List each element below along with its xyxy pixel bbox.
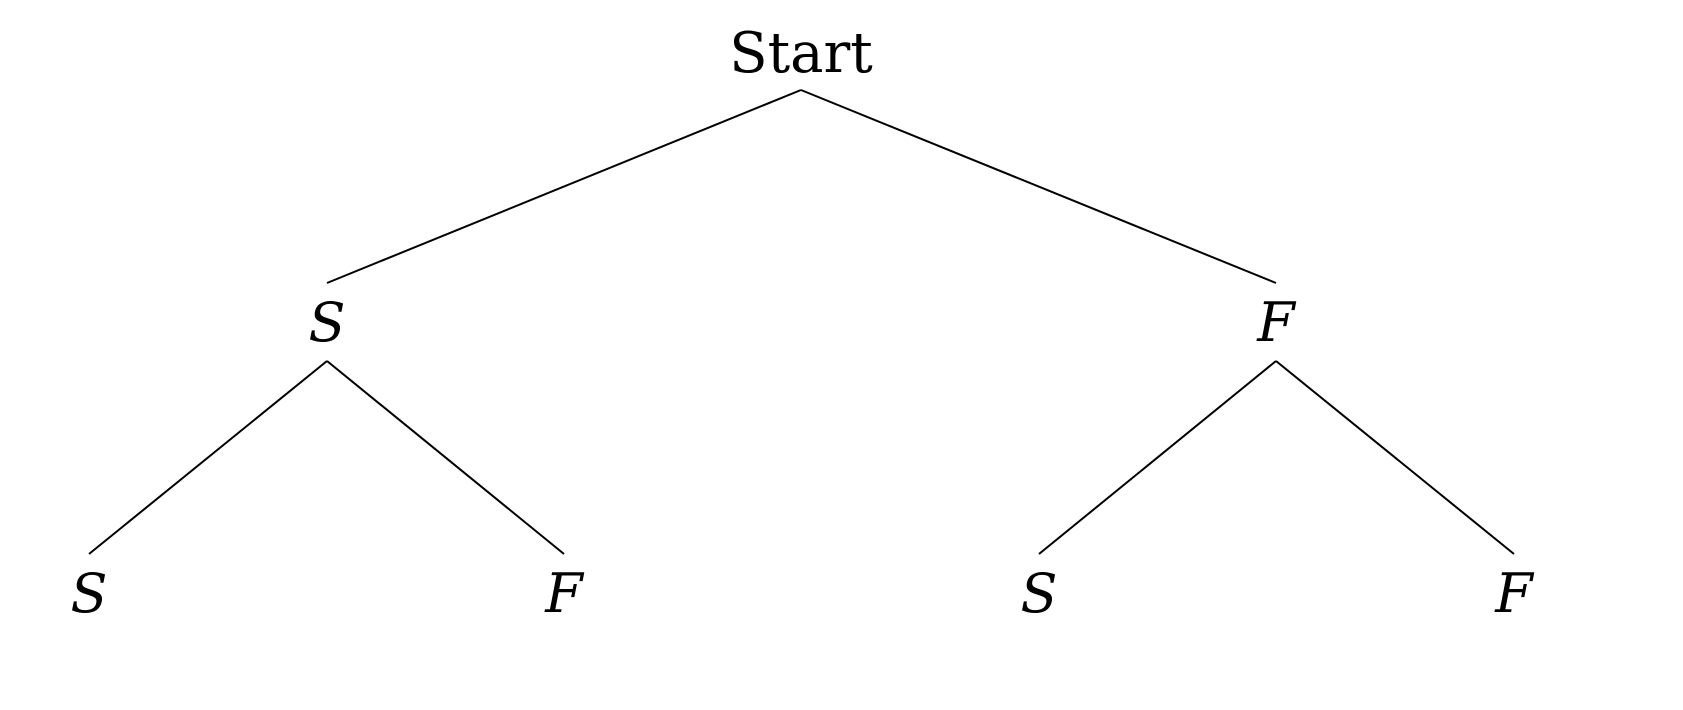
node-level1-f: F: [1256, 291, 1297, 354]
edge-s-to-s: [88, 360, 328, 555]
node-level2-f-2: F: [1494, 562, 1535, 625]
edge-f-to-s: [1038, 360, 1277, 555]
edge-start-to-s: [326, 89, 802, 284]
edge-f-to-f: [1275, 360, 1515, 555]
edge-start-to-f: [800, 89, 1277, 284]
node-level2-s-2: S: [1021, 562, 1058, 625]
edge-s-to-f: [326, 360, 565, 555]
node-level2-f-1: F: [544, 562, 585, 625]
node-start: Start: [729, 21, 873, 86]
node-level2-s-1: S: [71, 562, 108, 625]
node-level1-s: S: [309, 291, 346, 354]
